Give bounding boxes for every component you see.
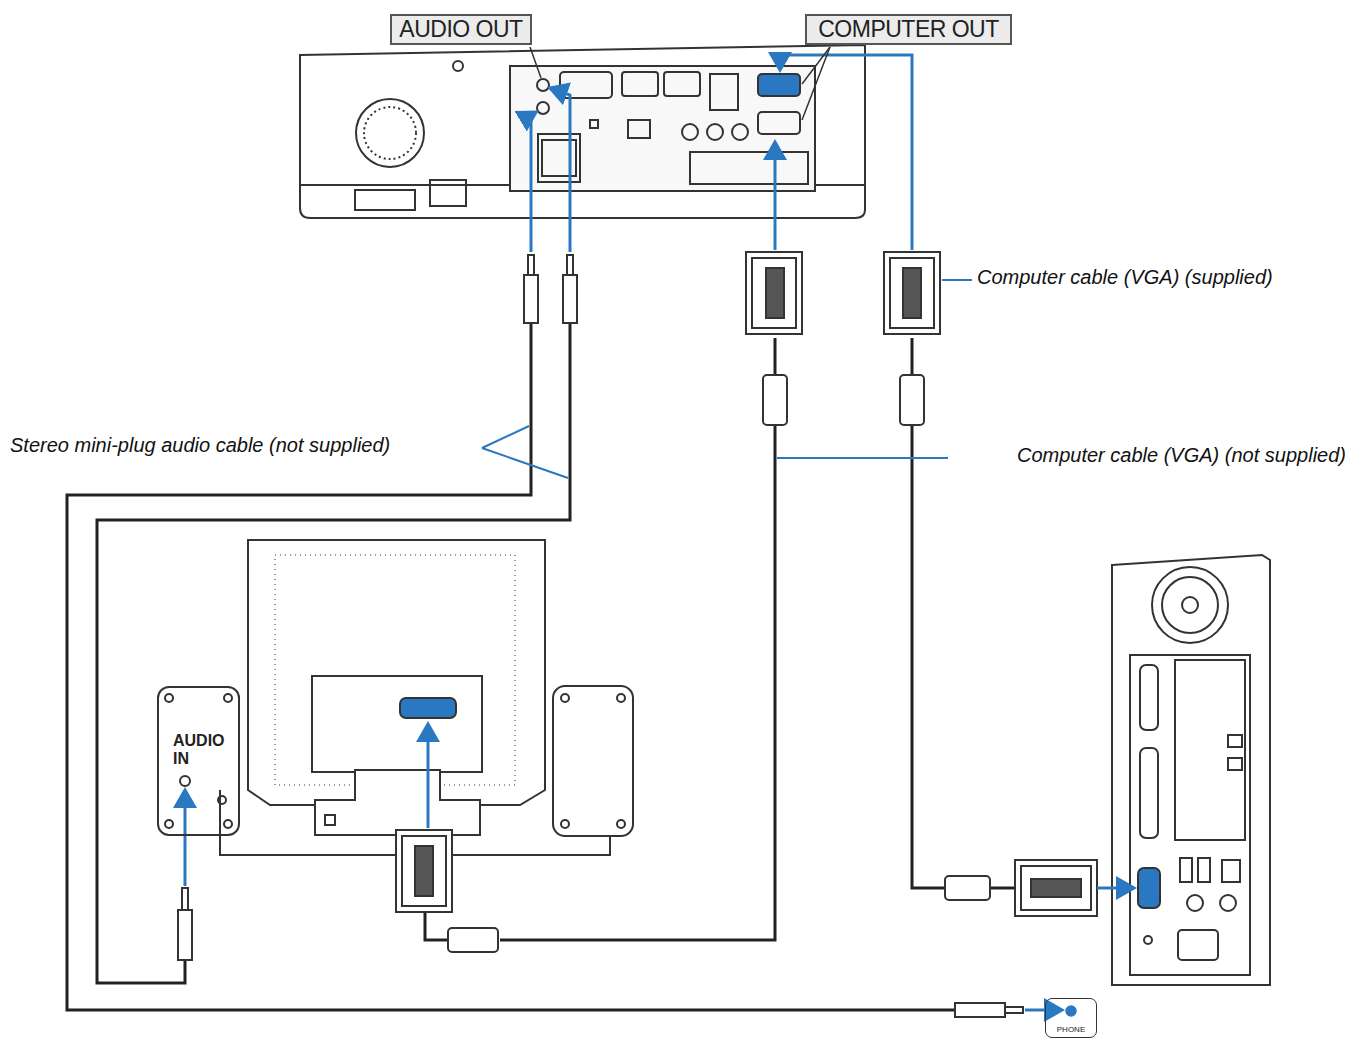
callout-text: COMPUTER OUT [818,16,999,43]
speakers [165,686,633,836]
monitor [220,540,610,855]
callout-text: AUDIO OUT [399,16,522,43]
cable-label: Computer cable (VGA) (not supplied) [1015,444,1348,467]
cables [67,322,1015,1010]
phone-jack: PHONE [1045,998,1097,1038]
port-arrows [185,55,1134,1010]
callout-box: AUDIO OUT [390,14,532,45]
cable-label: Computer cable (VGA) (supplied) [975,266,1275,289]
cable-label: Stereo mini-plug audio cable (not suppli… [8,434,392,457]
callout-box: COMPUTER OUT [805,14,1012,45]
projector [300,45,865,218]
leader-lines [482,280,972,478]
plugs [178,252,1097,1017]
computer [1112,555,1270,985]
port-label: PHONE [1046,1025,1096,1034]
callout-leaders [530,47,830,120]
port-label: AUDIO IN [173,732,229,767]
speaker: AUDIO IN [157,686,240,836]
headphone-icon [1066,1006,1076,1016]
